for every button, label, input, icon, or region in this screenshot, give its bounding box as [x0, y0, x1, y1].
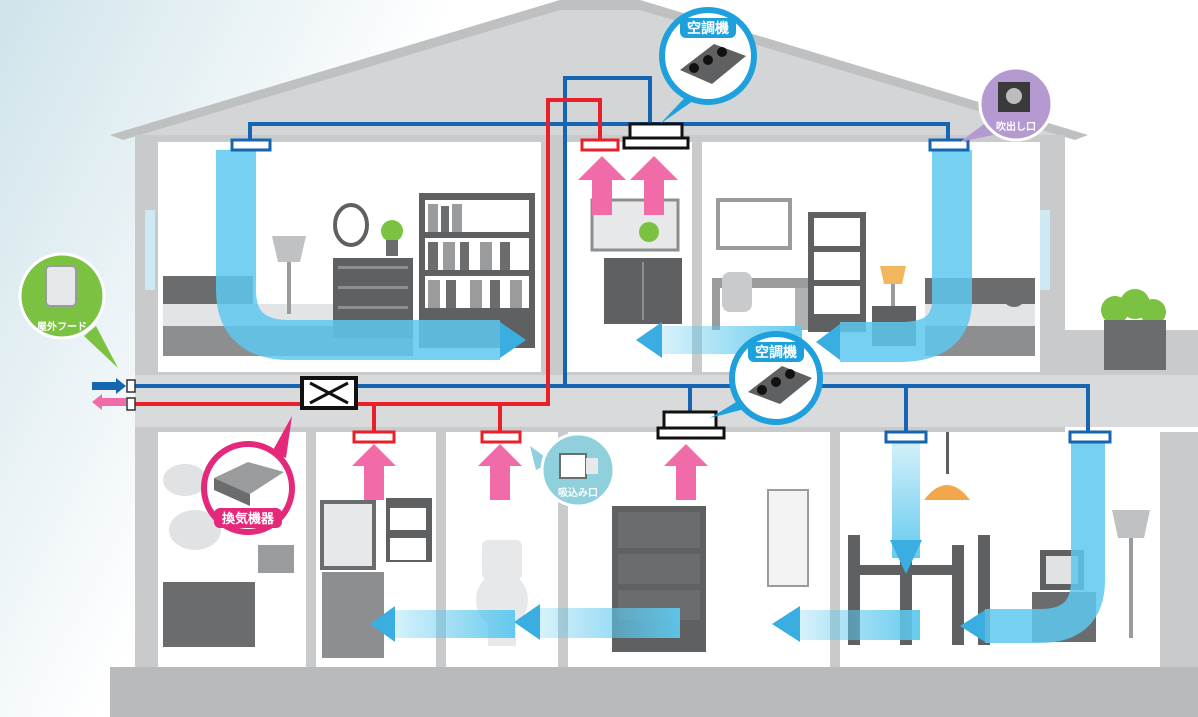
balcony-plant [1101, 289, 1166, 370]
cabinet-middle [592, 200, 682, 324]
heat-exchanger [302, 378, 356, 408]
aircon-lower-label: 空調機 [755, 344, 797, 361]
intake-label: 吸込み口 [558, 486, 598, 499]
ventilator-label: 換気機器 [222, 511, 275, 527]
ground [110, 667, 1198, 717]
outlet-label: 吹出し口 [996, 120, 1036, 133]
bookshelf-right [808, 212, 866, 332]
outdoor-hood-label: 屋外フード [37, 320, 87, 333]
aircon-upper-label: 空調機 [687, 20, 729, 37]
wall-scroll [768, 490, 808, 586]
